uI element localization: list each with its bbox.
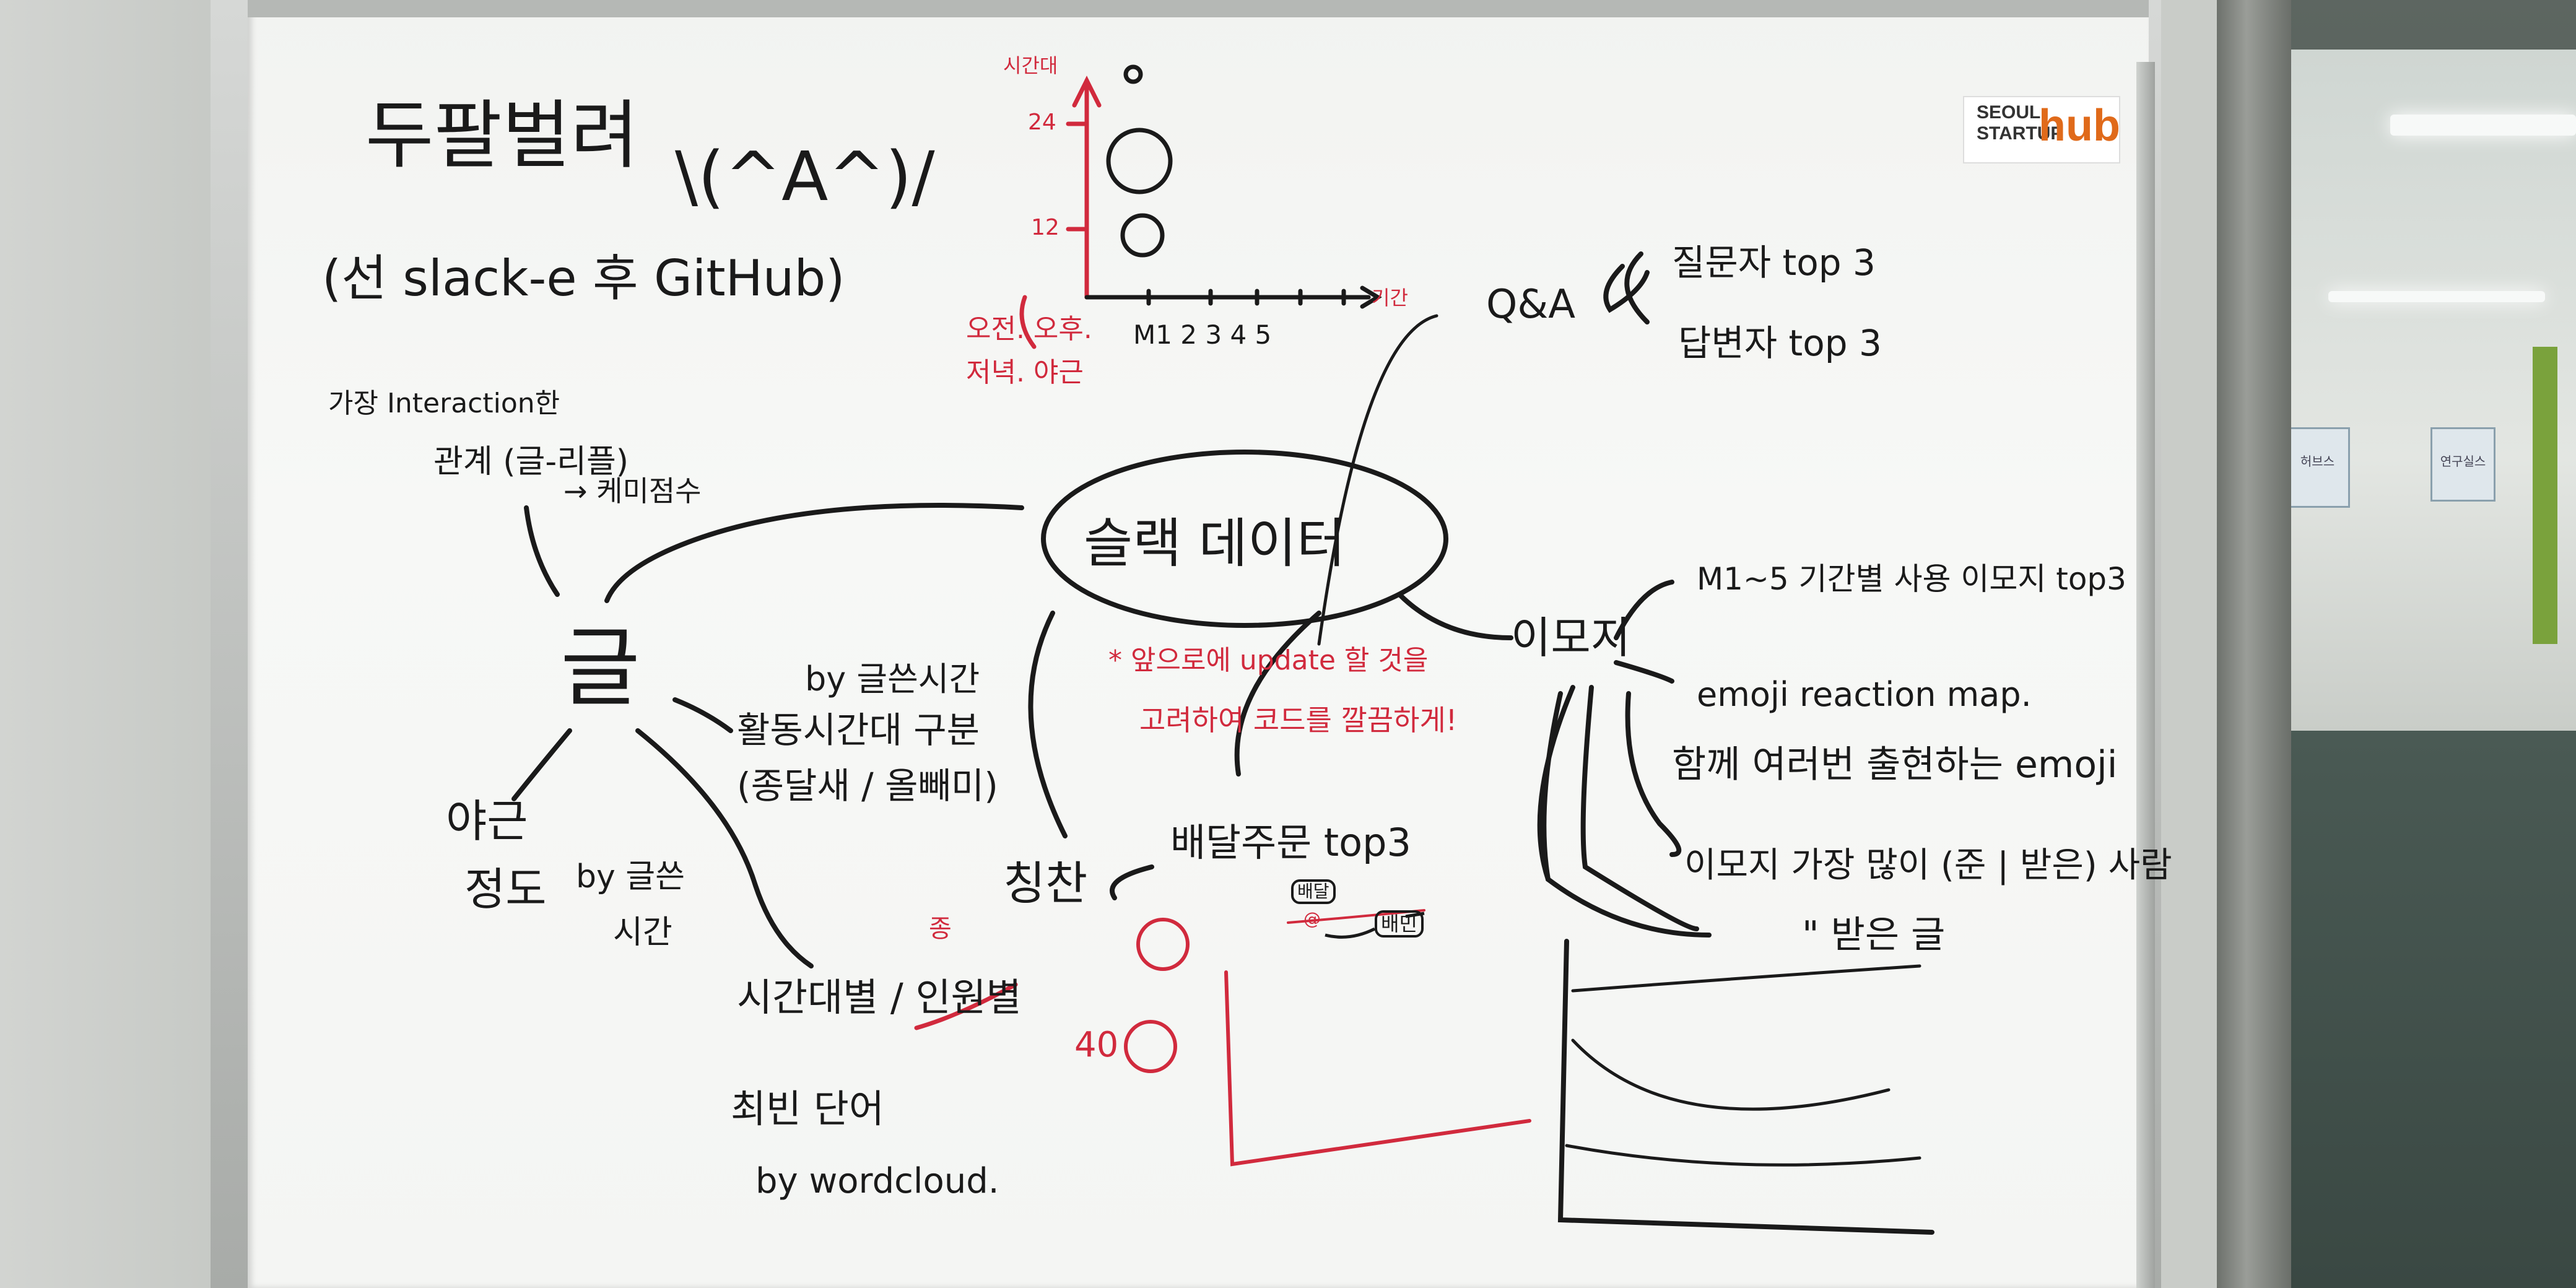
glass-room-floor <box>2291 731 2576 1288</box>
door-frame <box>2217 0 2291 1288</box>
activity-line-2: (종달새 / 올빼미) <box>737 765 998 807</box>
emoji-item-2: emoji reaction map. <box>1697 675 2032 714</box>
emoji-item-4: 이모지 가장 많이 (준 | 받은) 사람 <box>1684 845 2172 886</box>
board-emoticon: \(^A^)/ <box>675 137 935 216</box>
activity-line-1: 활동시간대 구분 <box>737 709 980 751</box>
praise-label: 칭찬 <box>1003 857 1088 910</box>
chart-x-ticks-label: M1 2 3 4 5 <box>1133 320 1272 350</box>
whiteboard-top-rail <box>248 0 2149 17</box>
chart-y-24: 24 <box>1028 110 1056 135</box>
words-line-2: by wordcloud. <box>755 1161 999 1201</box>
activity-by: by 글쓴시간 <box>805 659 980 698</box>
ceiling-light <box>2390 115 2576 136</box>
emoji-item-5: " 받은 글 <box>1802 913 1946 957</box>
qa-item-2: 답변자 top 3 <box>1678 322 1882 364</box>
chart-x-label: 기간 <box>1372 286 1408 310</box>
interaction-line-2: 관계 (글-리플) <box>433 443 629 481</box>
whiteboard-right-rail <box>2136 62 2155 1288</box>
emoji-item-1: M1~5 기간별 사용 이모지 top3 <box>1697 561 2126 597</box>
praise-num-1: @ <box>1303 908 1321 929</box>
qa-item-1: 질문자 top 3 <box>1672 242 1876 284</box>
room-sign: 허브스 <box>2285 427 2350 508</box>
board-title: 두팔벌려 <box>365 93 639 179</box>
glass-room-view <box>2291 50 2576 731</box>
time-person-label: 시간대별 / 인원별 <box>737 975 1022 1020</box>
red-note-line-2: 고려하여 코드를 깔끔하게! <box>1139 703 1458 737</box>
interaction-line-1: 가장 Interaction한 <box>328 388 560 419</box>
interaction-line-3: → 케미점수 <box>564 474 702 508</box>
praise-tag-2: 배민 <box>1375 910 1424 938</box>
night-work-2: 정도 <box>464 863 547 915</box>
board-subtitle: (선 slack-e 후 GitHub) <box>322 250 845 307</box>
qa-label: Q&A <box>1486 282 1576 328</box>
red-note-line-1: * 앞으로에 update 할 것을 <box>1108 645 1429 676</box>
center-node-label: 슬랙 데이터 <box>1084 513 1346 575</box>
chart-note-2: 저녁. 야근 <box>966 357 1084 388</box>
words-line-1: 최빈 단어 <box>731 1086 884 1131</box>
emoji-item-3: 함께 여러번 출현하는 emoji <box>1672 743 2118 786</box>
chart-y-label: 시간대 <box>1003 54 1058 77</box>
logo-hub-text: hub <box>2039 101 2120 150</box>
praise-item: 배달주문 top3 <box>1170 820 1411 865</box>
time-person-red-mark: 종 <box>929 915 952 943</box>
logo-startup-text: STARTUP <box>1977 123 2063 144</box>
writing-label: 글 <box>560 618 640 719</box>
whiteboard <box>248 0 2149 1288</box>
seoul-startup-hub-logo: SEOUL STARTUP hub <box>1963 96 2120 163</box>
logo-seoul-text: SEOUL <box>1977 102 2041 123</box>
night-work-1: 야근 <box>446 795 528 847</box>
chart-y-12: 12 <box>1031 215 1060 240</box>
praise-tag-1: 배달 <box>1291 879 1336 904</box>
night-by-1: by 글쓴 <box>576 858 685 895</box>
night-by-2: 시간 <box>613 914 672 951</box>
ceiling-light <box>2328 291 2545 302</box>
praise-num-2: 40 <box>1074 1025 1119 1065</box>
emoji-label: 이모지 <box>1511 612 1631 663</box>
left-wall <box>0 0 223 1288</box>
room-sign: 연구실스 <box>2430 427 2496 502</box>
chart-note-1: 오전. 오후. <box>966 313 1092 345</box>
green-wall-strip <box>2533 347 2557 644</box>
